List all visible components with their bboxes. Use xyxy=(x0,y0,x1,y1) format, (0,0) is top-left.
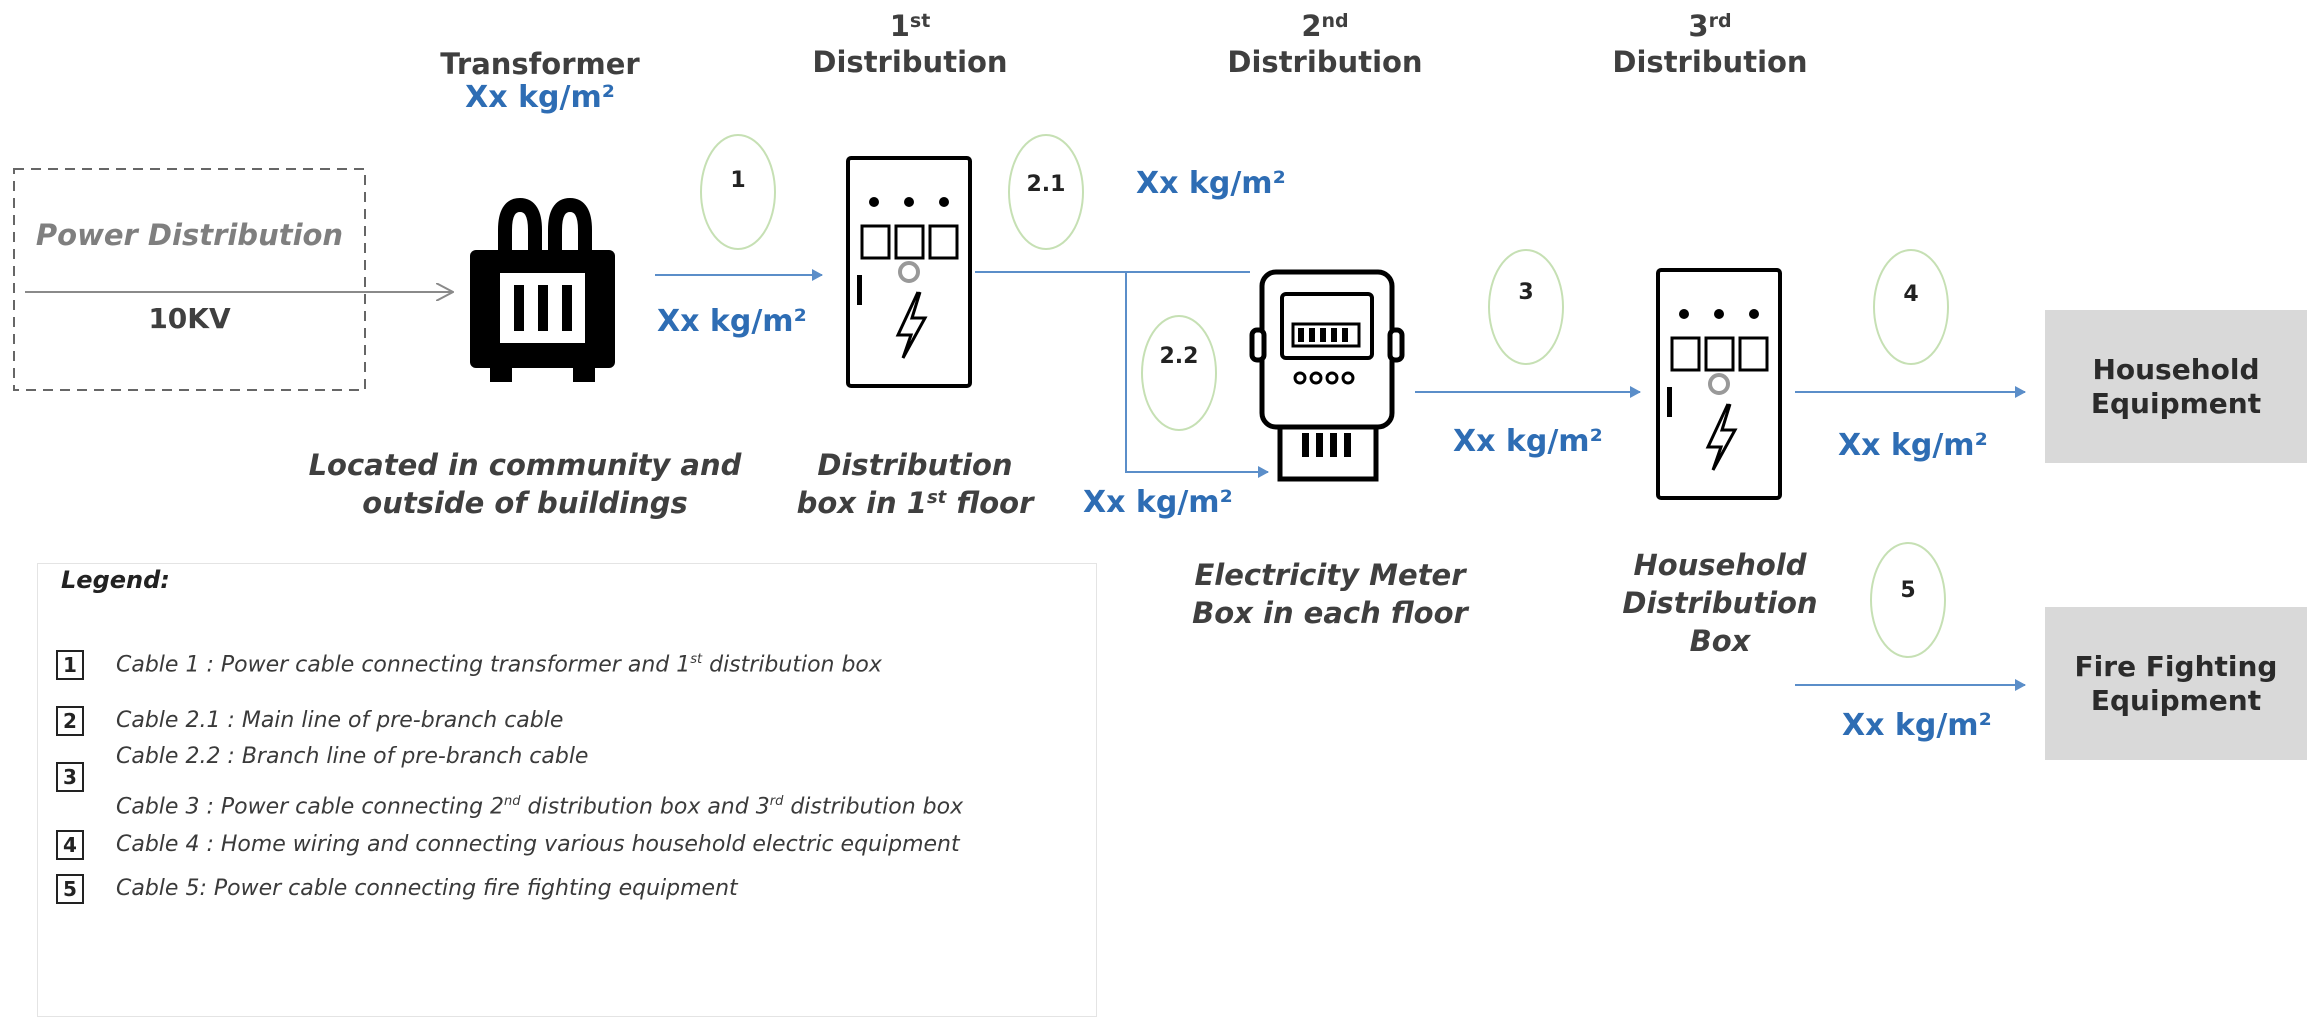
legend-badge: 1 xyxy=(56,650,84,680)
cable-5-number: 5 xyxy=(1900,578,1916,603)
legend-badge: 5 xyxy=(56,874,84,904)
cable-5-load: Xx kg/m² xyxy=(1842,708,1992,743)
cable-2-2-load: Xx kg/m² xyxy=(1083,485,1233,520)
cable-4-load: Xx kg/m² xyxy=(1838,428,1988,463)
cable-4-number: 4 xyxy=(1903,282,1919,307)
power-distribution-box xyxy=(13,168,366,391)
transformer-caption: Located in community and outside of buil… xyxy=(308,448,742,520)
cable-3-ellipse xyxy=(1488,249,1564,365)
legend-badge: 4 xyxy=(56,830,84,860)
legend-text: Cable 5: Power cable connecting fire fig… xyxy=(116,876,738,901)
cable-1-ellipse xyxy=(700,134,776,250)
cable-1-number: 1 xyxy=(730,168,746,193)
cable-4-ellipse xyxy=(1873,249,1949,365)
distribution-box-1-icon xyxy=(846,156,972,388)
legend-text: Cable 1 : Power cable connecting transfo… xyxy=(116,652,882,678)
cable-2-1-load: Xx kg/m² xyxy=(1136,166,1286,201)
legend-badge: 2 xyxy=(56,706,84,736)
legend-title: Legend: xyxy=(61,566,170,594)
cable-3-load: Xx kg/m² xyxy=(1453,424,1603,459)
cable-1-load: Xx kg/m² xyxy=(657,304,807,339)
legend-text: Cable 2.1 : Main line of pre-branch cabl… xyxy=(116,708,564,733)
legend-text: Cable 4 : Home wiring and connecting var… xyxy=(116,832,960,857)
transformer-icon xyxy=(470,197,615,382)
transformer-title: Transformer xyxy=(440,47,640,81)
household-distribution-box-icon xyxy=(1656,268,1782,500)
meter-caption: Electricity Meter Box in each floor xyxy=(1192,558,1468,630)
dist3-header: 3rd Distribution xyxy=(1612,9,1808,79)
electricity-meter-icon xyxy=(1249,269,1405,482)
legend-box: Legend: 1 Cable 1 : Power cable connecti… xyxy=(37,563,1097,1017)
cable-2-2-ellipse xyxy=(1141,315,1217,431)
legend-text: Cable 3 : Power cable connecting 2nd dis… xyxy=(116,794,964,820)
cable-2-2-line xyxy=(1090,271,1269,478)
cable-2-1-number: 2.1 xyxy=(1026,172,1066,197)
cable-3-number: 3 xyxy=(1518,280,1534,305)
cable-2-1-ellipse xyxy=(1008,134,1084,250)
household-dist-caption: Household Distribution Box xyxy=(1622,548,1818,658)
cable-5-ellipse xyxy=(1870,542,1946,658)
dist1-caption: Distribution box in 1st floor xyxy=(796,448,1034,520)
dist2-header: 2nd Distribution xyxy=(1227,9,1423,79)
transformer-load: Xx kg/m² xyxy=(465,80,615,115)
legend-badge: 3 xyxy=(56,762,84,792)
voltage-label: 10KV xyxy=(148,302,231,335)
power-distribution-title: Power Distribution xyxy=(35,218,344,252)
legend-text: Cable 2.2 : Branch line of pre-branch ca… xyxy=(116,744,589,769)
cable-2-2-number: 2.2 xyxy=(1159,344,1199,369)
dist1-header: 1st Distribution xyxy=(812,9,1008,79)
